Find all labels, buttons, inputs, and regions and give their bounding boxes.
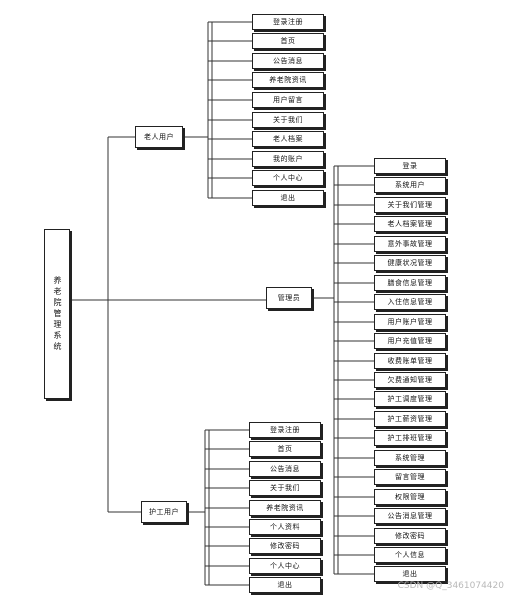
watermark: CSDN @Q_3461074420 bbox=[397, 581, 504, 591]
elder-node-item: 首页 bbox=[252, 33, 324, 49]
admin-node-item: 系统管理 bbox=[374, 450, 446, 466]
role-node-elder: 老人用户 bbox=[135, 126, 183, 148]
elder-node-item: 我的账户 bbox=[252, 151, 324, 167]
admin-node-item: 收费账单管理 bbox=[374, 353, 446, 369]
admin-node-item: 登录 bbox=[374, 158, 446, 174]
elder-node-item: 用户留言 bbox=[252, 92, 324, 108]
admin-node-item: 入住信息管理 bbox=[374, 294, 446, 310]
elder-node-item: 老人档案 bbox=[252, 131, 324, 147]
admin-node-item: 护工调度管理 bbox=[374, 391, 446, 407]
admin-node-item: 护工薪资管理 bbox=[374, 411, 446, 427]
admin-node-item: 修改密码 bbox=[374, 528, 446, 544]
elder-node-item: 关于我们 bbox=[252, 112, 324, 128]
admin-node-item: 权限管理 bbox=[374, 489, 446, 505]
nurse-node-item: 退出 bbox=[249, 577, 321, 593]
admin-node-item: 膳食信息管理 bbox=[374, 275, 446, 291]
nurse-node-item: 修改密码 bbox=[249, 538, 321, 554]
nurse-node-item: 个人资料 bbox=[249, 519, 321, 535]
elder-node-item: 登录注册 bbox=[252, 14, 324, 30]
nurse-node-item: 关于我们 bbox=[249, 480, 321, 496]
elder-node-item: 公告消息 bbox=[252, 53, 324, 69]
nurse-node-item: 登录注册 bbox=[249, 422, 321, 438]
admin-node-item: 留言管理 bbox=[374, 469, 446, 485]
nurse-node-item: 个人中心 bbox=[249, 558, 321, 574]
admin-node-item: 用户账户管理 bbox=[374, 314, 446, 330]
admin-node-item: 公告消息管理 bbox=[374, 508, 446, 524]
nurse-node-item: 首页 bbox=[249, 441, 321, 457]
admin-node-item: 欠费通知管理 bbox=[374, 372, 446, 388]
elder-node-item: 个人中心 bbox=[252, 170, 324, 186]
admin-node-item: 意外事故管理 bbox=[374, 236, 446, 252]
nurse-node-item: 养老院资讯 bbox=[249, 500, 321, 516]
admin-node-item: 老人档案管理 bbox=[374, 216, 446, 232]
admin-node-item: 系统用户 bbox=[374, 177, 446, 193]
admin-node-item: 关于我们管理 bbox=[374, 197, 446, 213]
role-node-nurse: 护工用户 bbox=[141, 501, 187, 523]
admin-node-item: 个人信息 bbox=[374, 547, 446, 563]
root-node: 养老院管理系统 bbox=[44, 229, 70, 399]
nurse-node-item: 公告消息 bbox=[249, 461, 321, 477]
admin-node-item: 健康状况管理 bbox=[374, 255, 446, 271]
admin-node-item: 退出 bbox=[374, 566, 446, 582]
admin-node-item: 护工排班管理 bbox=[374, 430, 446, 446]
admin-node-item: 用户充值管理 bbox=[374, 333, 446, 349]
role-node-admin: 管理员 bbox=[266, 287, 312, 309]
elder-node-item: 养老院资讯 bbox=[252, 72, 324, 88]
elder-node-item: 退出 bbox=[252, 190, 324, 206]
